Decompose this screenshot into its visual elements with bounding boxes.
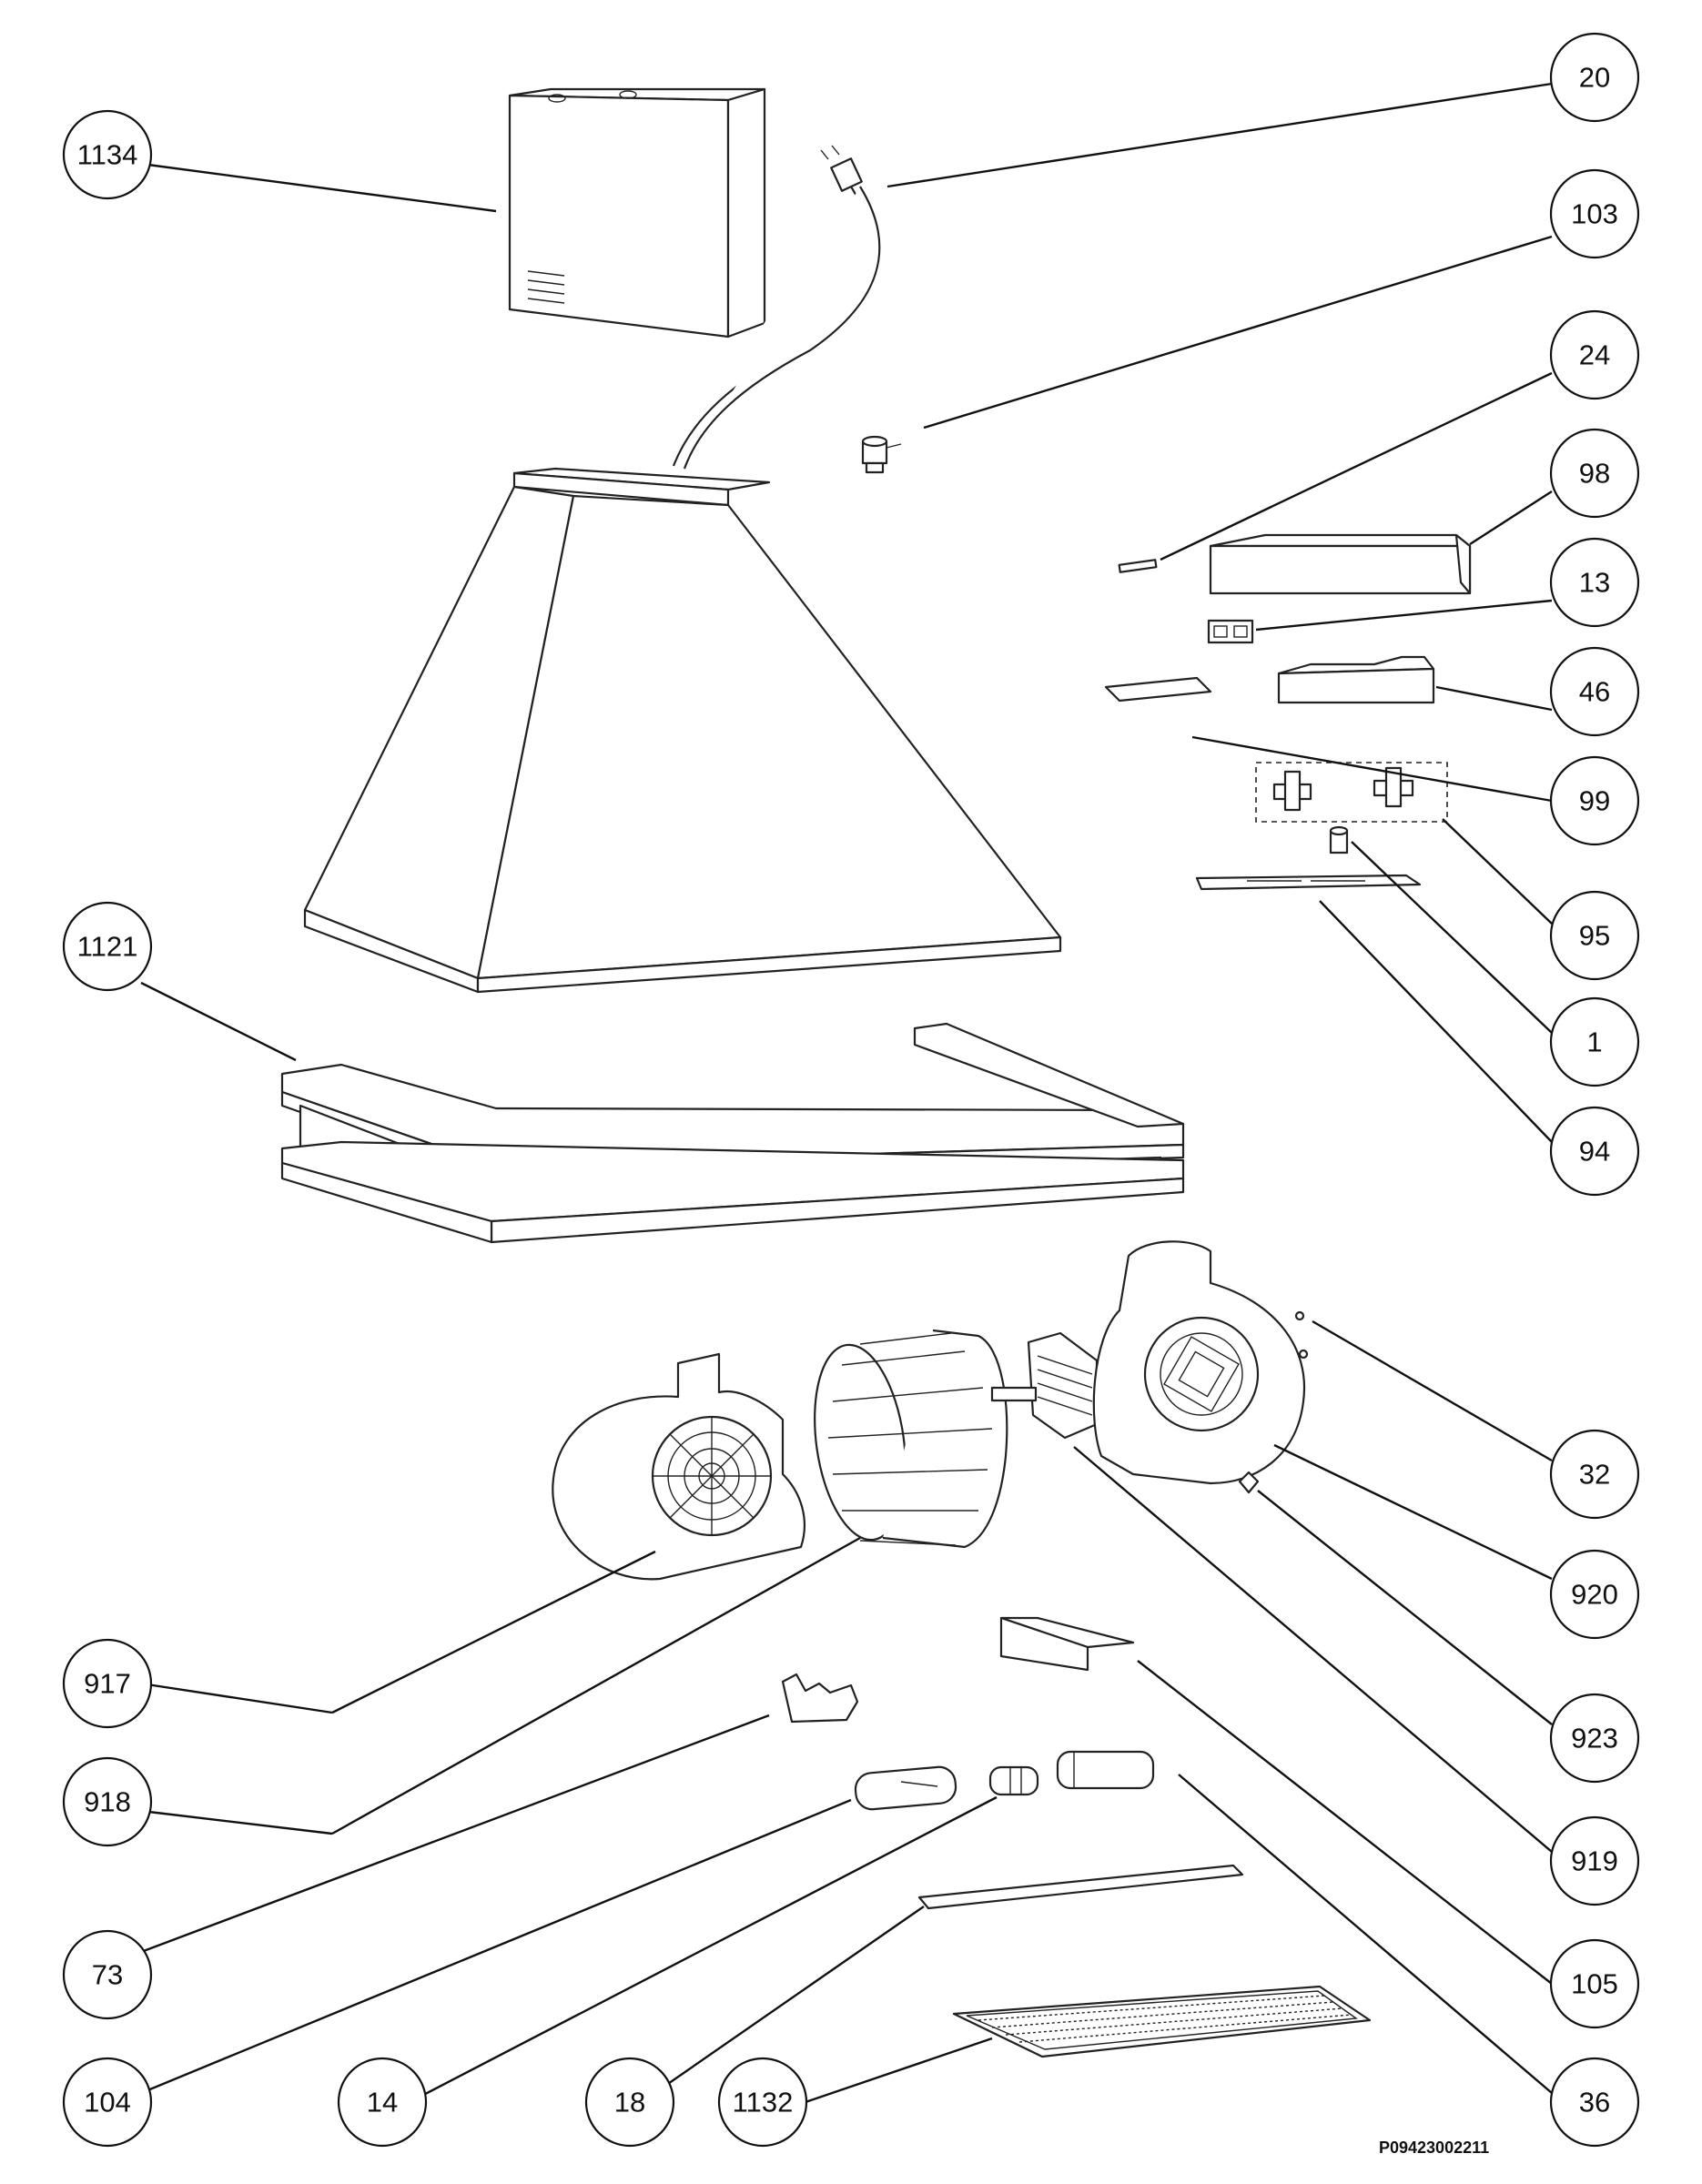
part-fan-housing-left [552, 1352, 805, 1581]
part-trim-strip [917, 1864, 1244, 1910]
part-knobs-set [1255, 762, 1448, 823]
callout-1134: 1134 [62, 109, 153, 200]
part-fan-wheel [814, 1329, 1008, 1549]
callout-label: 24 [1579, 339, 1610, 371]
callout-label: 99 [1579, 785, 1610, 817]
callout-917: 917 [62, 1638, 153, 1729]
part-lamp-holder [1329, 825, 1349, 854]
callout-46: 46 [1549, 646, 1640, 737]
callout-label: 13 [1579, 567, 1610, 599]
callout-label: 14 [367, 2087, 398, 2118]
callout-label: 923 [1571, 1723, 1618, 1754]
callout-95: 95 [1549, 890, 1640, 981]
callout-label: 95 [1579, 920, 1610, 952]
callout-label: 920 [1571, 1579, 1618, 1611]
callout-1: 1 [1549, 996, 1640, 1087]
callout-99: 99 [1549, 755, 1640, 846]
callout-label: 36 [1579, 2087, 1610, 2118]
part-mounting-bracket [999, 1616, 1135, 1672]
part-hood-body [303, 467, 1062, 994]
leader-lines [140, 82, 1553, 2104]
callout-105: 105 [1549, 1938, 1640, 2029]
part-cord-clip [861, 435, 902, 474]
callout-label: 918 [84, 1786, 131, 1818]
part-switch-plate [1195, 874, 1422, 891]
callout-label: 104 [84, 2087, 131, 2118]
part-lamp-cover [1056, 1750, 1155, 1790]
part-bulb-socket [988, 1765, 1039, 1796]
part-connector-block [1207, 619, 1254, 644]
part-power-cord [672, 145, 881, 470]
callout-32: 32 [1549, 1429, 1640, 1520]
callout-label: 46 [1579, 676, 1610, 708]
part-decorative-frame [280, 1022, 1185, 1244]
callout-73: 73 [62, 1929, 153, 2020]
part-fan-motor [990, 1331, 1099, 1440]
callout-98: 98 [1549, 428, 1640, 519]
callout-label: 18 [614, 2087, 645, 2118]
callout-label: 917 [84, 1668, 131, 1700]
part-lamp-clip [781, 1673, 859, 1724]
callout-24: 24 [1549, 309, 1640, 400]
callout-label: 1121 [77, 931, 138, 963]
part-lamp-tube [854, 1765, 957, 1811]
callout-label: 73 [92, 1959, 123, 1991]
callout-label: 1132 [733, 2087, 794, 2118]
callout-label: 98 [1579, 458, 1610, 490]
part-control-box [1277, 655, 1435, 704]
callout-label: 20 [1579, 62, 1610, 94]
callout-918: 918 [62, 1756, 153, 1847]
callout-1132: 1132 [717, 2057, 808, 2148]
part-light-cover [1209, 533, 1472, 595]
callout-14: 14 [337, 2057, 428, 2148]
callout-36: 36 [1549, 2057, 1640, 2148]
callout-18: 18 [584, 2057, 675, 2148]
callout-1121: 1121 [62, 901, 153, 992]
part-grease-filter [952, 1985, 1372, 2058]
callout-label: 919 [1571, 1845, 1618, 1877]
callout-919: 919 [1549, 1815, 1640, 1906]
callout-label: 105 [1571, 1968, 1618, 2000]
callout-104: 104 [62, 2057, 153, 2148]
part-control-panel [1104, 676, 1212, 703]
callout-label: 1 [1586, 1026, 1602, 1058]
callout-94: 94 [1549, 1106, 1640, 1197]
part-bracket-clip [1118, 559, 1158, 573]
part-fan-housing-right [1092, 1240, 1306, 1485]
callout-20: 20 [1549, 32, 1640, 123]
part-small-clip [1238, 1471, 1260, 1494]
callout-label: 103 [1571, 198, 1618, 230]
callout-label: 1134 [77, 139, 138, 171]
document-code: P09423002211 [1379, 2138, 1490, 2157]
part-chimney-cover [508, 87, 766, 339]
callout-label: 94 [1579, 1136, 1610, 1168]
part-screws [1294, 1310, 1309, 1360]
callout-923: 923 [1549, 1693, 1640, 1784]
callout-103: 103 [1549, 168, 1640, 259]
callout-13: 13 [1549, 537, 1640, 628]
callout-label: 32 [1579, 1459, 1610, 1491]
callout-920: 920 [1549, 1549, 1640, 1640]
